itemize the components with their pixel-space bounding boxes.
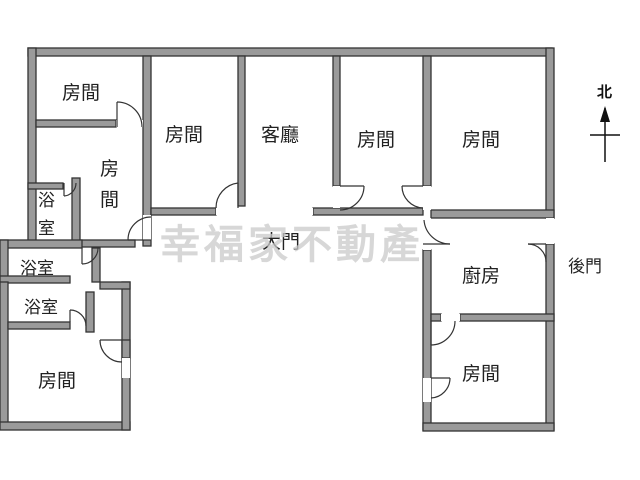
bath-label-left-bottom: 室 (38, 219, 55, 239)
bath-label-middle: 浴室 (20, 259, 54, 279)
room-label-top-right: 房間 (462, 129, 500, 151)
room-label-left-middle-bottom: 間 (100, 189, 119, 211)
watermark-text: 幸福家不動產 (160, 222, 424, 268)
north-arrow-icon (590, 106, 620, 162)
kitchen-label: 廚房 (462, 264, 500, 287)
room-label-top-2: 房間 (165, 124, 203, 146)
entrance-label: 大門 (262, 231, 300, 253)
doors (63, 101, 554, 402)
north-label: 北 (597, 83, 612, 101)
bath-label-left-top: 浴 (38, 191, 55, 211)
back-door-label: 後門 (568, 257, 602, 277)
room-label-bottom-left: 房間 (38, 370, 76, 392)
room-label-left-middle-top: 房 (100, 158, 119, 180)
room-label-top-4: 房間 (357, 129, 395, 151)
room-label-top-left: 房間 (62, 82, 100, 104)
living-room-label: 客廳 (261, 124, 299, 146)
bath-label-lower: 浴室 (24, 298, 58, 318)
room-label-bottom-right: 房間 (462, 363, 500, 385)
